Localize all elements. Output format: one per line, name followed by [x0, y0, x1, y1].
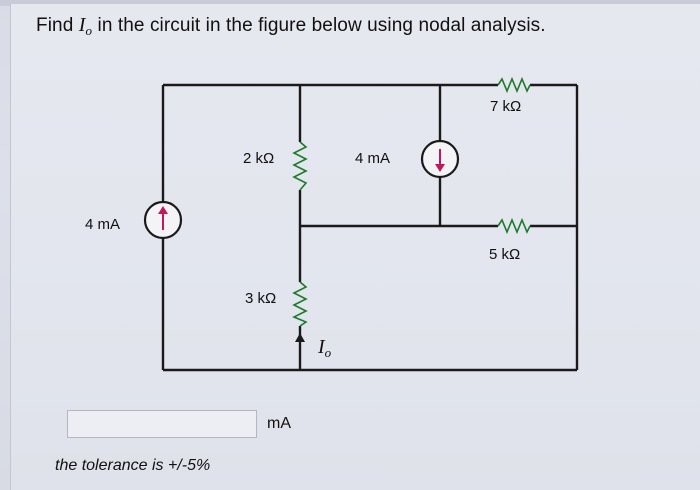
question-prefix: Find	[36, 15, 79, 36]
label-io-main: I	[317, 336, 326, 358]
label-r-2k: 2 kΩ	[243, 150, 274, 167]
label-source-left: 4 mA	[85, 216, 120, 233]
question-variable: I	[78, 14, 86, 36]
label-source-mid: 4 mA	[355, 150, 390, 167]
resistor-3k-zigzag	[292, 281, 308, 327]
label-r-3k: 3 kΩ	[245, 290, 276, 307]
top-edge-bar	[0, 0, 700, 6]
label-io-sub: o	[325, 345, 332, 360]
arrow-down-icon	[435, 164, 445, 172]
resistor-2k-zigzag	[292, 141, 308, 191]
arrow-up-io-icon	[295, 333, 305, 342]
resistor-5k-zigzag	[497, 217, 531, 235]
question-suffix: in the circuit in the figure below using…	[92, 15, 546, 36]
tolerance-note: the tolerance is +/-5%	[55, 457, 211, 474]
answer-input[interactable]	[67, 410, 257, 438]
answer-unit-label: mA	[267, 415, 291, 432]
label-r-7k: 7 kΩ	[490, 98, 521, 115]
resistor-7k-zigzag	[497, 76, 531, 94]
question-text: Find Io in the circuit in the figure bel…	[36, 14, 546, 39]
label-io: Io	[317, 336, 332, 360]
current-source-mid	[420, 139, 460, 179]
label-r-5k: 5 kΩ	[489, 246, 520, 263]
question-variable-subscript: o	[85, 23, 93, 38]
current-io-arrow	[295, 333, 305, 360]
circuit-wires	[161, 76, 579, 372]
arrow-up-icon	[158, 206, 168, 214]
current-source-left	[143, 200, 183, 240]
